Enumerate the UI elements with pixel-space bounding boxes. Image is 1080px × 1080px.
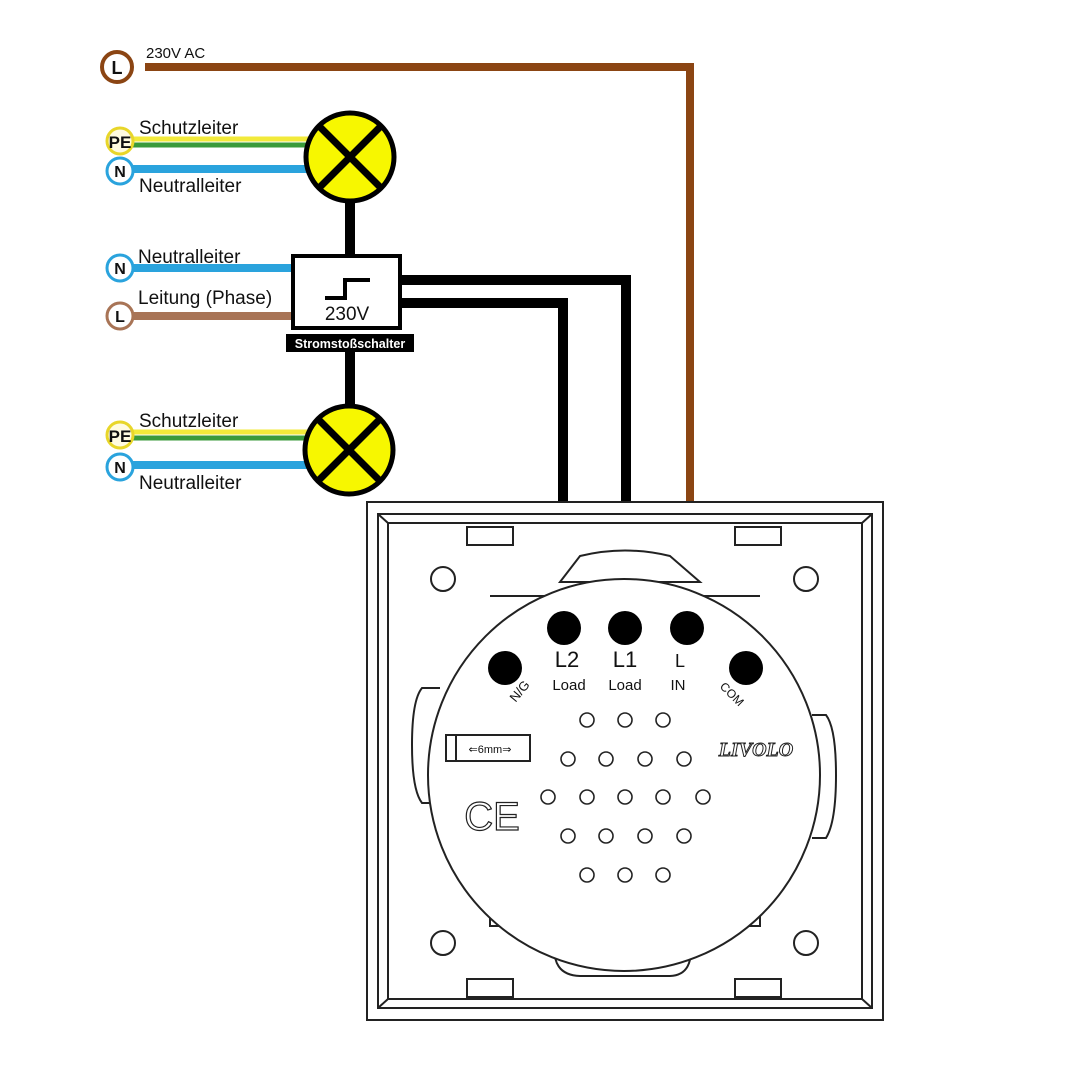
clip-top-left (466, 526, 514, 546)
relay-voltage-label: 230V (325, 304, 370, 325)
vent-hole (540, 789, 556, 805)
neutralleiter-label: Neutralleiter (139, 473, 242, 494)
neutralleiter-label: Neutralleiter (138, 247, 241, 268)
ce-mark: CE (464, 795, 520, 839)
vent-hole (579, 867, 595, 883)
pe-terminal-badge (105, 126, 135, 156)
terminal-ng (488, 651, 522, 685)
screw-hole (793, 930, 819, 956)
switch-inner-frame (377, 513, 873, 1009)
l-badge-text: L (115, 309, 125, 326)
schutzleiter-label: Schutzleiter (139, 411, 239, 432)
vent-hole (560, 828, 576, 844)
strip-gauge-label: ⇐6mm⇒ (469, 744, 512, 756)
n-terminal-badge (105, 156, 135, 186)
terminal-l-in (670, 611, 704, 645)
n-terminal-badge (105, 452, 135, 482)
strip-gauge: ⇐6mm⇒ (445, 734, 531, 762)
terminal-l1 (608, 611, 642, 645)
lamp-icon (302, 403, 396, 497)
terminal-l2 (547, 611, 581, 645)
vent-hole (695, 789, 711, 805)
top-lamp-group: PE N Schutzleiter Neutralleiter (105, 110, 397, 257)
bottom-lamp-group: PE N Schutzleiter Neutralleiter (105, 403, 396, 497)
vent-hole (579, 712, 595, 728)
vent-hole (598, 751, 614, 767)
relay-symbol-icon (325, 278, 370, 300)
phase-terminal-badge (100, 50, 134, 84)
screw-hole (430, 566, 456, 592)
vent-hole (560, 751, 576, 767)
screw-hole (793, 566, 819, 592)
clip-bottom-left (466, 978, 514, 998)
vent-hole (655, 712, 671, 728)
phase-wire-main (145, 63, 694, 630)
terminal-l2-sublabel: Load (552, 677, 585, 694)
pe-terminal-badge (105, 420, 135, 450)
n-terminal-badge (105, 253, 135, 283)
screw-hole (430, 930, 456, 956)
terminal-com (729, 651, 763, 685)
vent-hole (676, 751, 692, 767)
brand-logo: LIVOLO (718, 739, 793, 761)
terminal-l2-label: L2 (555, 647, 579, 672)
schutzleiter-label: Schutzleiter (139, 118, 239, 139)
clip-bottom-right (734, 978, 782, 998)
switch-backplate (366, 501, 884, 1021)
switch-round-body (427, 578, 821, 972)
l-terminal-badge (105, 301, 135, 331)
neutralleiter-label: Neutralleiter (139, 176, 242, 197)
vent-hole (579, 789, 595, 805)
terminal-l1-label: L1 (613, 647, 637, 672)
vent-hole (637, 751, 653, 767)
n-badge-text: N (114, 460, 126, 477)
vent-holes (540, 712, 711, 883)
phase-badge-text: L (112, 58, 123, 78)
n-badge-text: N (114, 164, 126, 181)
relay-name-tag (286, 334, 414, 352)
relay-name-text: Stromstoßschalter (295, 337, 406, 351)
vent-hole (637, 828, 653, 844)
n-badge-text: N (114, 261, 126, 278)
vent-hole (655, 789, 671, 805)
vent-hole (617, 789, 633, 805)
vent-hole (676, 828, 692, 844)
vent-hole (598, 828, 614, 844)
lamp-icon (303, 110, 397, 204)
terminal-l-label: L (675, 651, 685, 671)
pe-badge-text: PE (109, 133, 132, 152)
terminal-l1-sublabel: Load (608, 677, 641, 694)
leitung-phase-label: Leitung (Phase) (138, 288, 272, 309)
supply-line: L 230V AC (100, 45, 694, 630)
clip-top-right (734, 526, 782, 546)
terminal-l-sublabel: IN (671, 677, 686, 694)
supply-voltage-label: 230V AC (146, 45, 205, 62)
pe-badge-text: PE (109, 427, 132, 446)
vent-hole (655, 867, 671, 883)
vent-hole (617, 867, 633, 883)
switch-terminals: L2 Load L1 Load L IN N/G COM (488, 611, 763, 709)
vent-hole (617, 712, 633, 728)
